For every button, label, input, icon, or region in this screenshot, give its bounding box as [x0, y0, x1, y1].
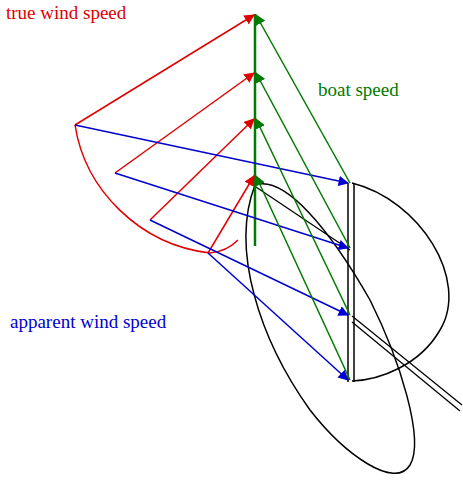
- boat-speed-label: boat speed: [318, 79, 399, 101]
- sail-edge: [347, 183, 349, 382]
- wind-arc: [75, 125, 238, 253]
- boat-speed-vectors: [256, 15, 350, 380]
- true-wind-vectors: [75, 15, 254, 253]
- apparent-wind-label: apparent wind speed: [10, 311, 166, 333]
- true-wind-label: true wind speed: [6, 2, 126, 24]
- sail-curve: [352, 183, 449, 381]
- hull-outline: [246, 184, 414, 474]
- apparent-wind-vectors: [75, 125, 348, 380]
